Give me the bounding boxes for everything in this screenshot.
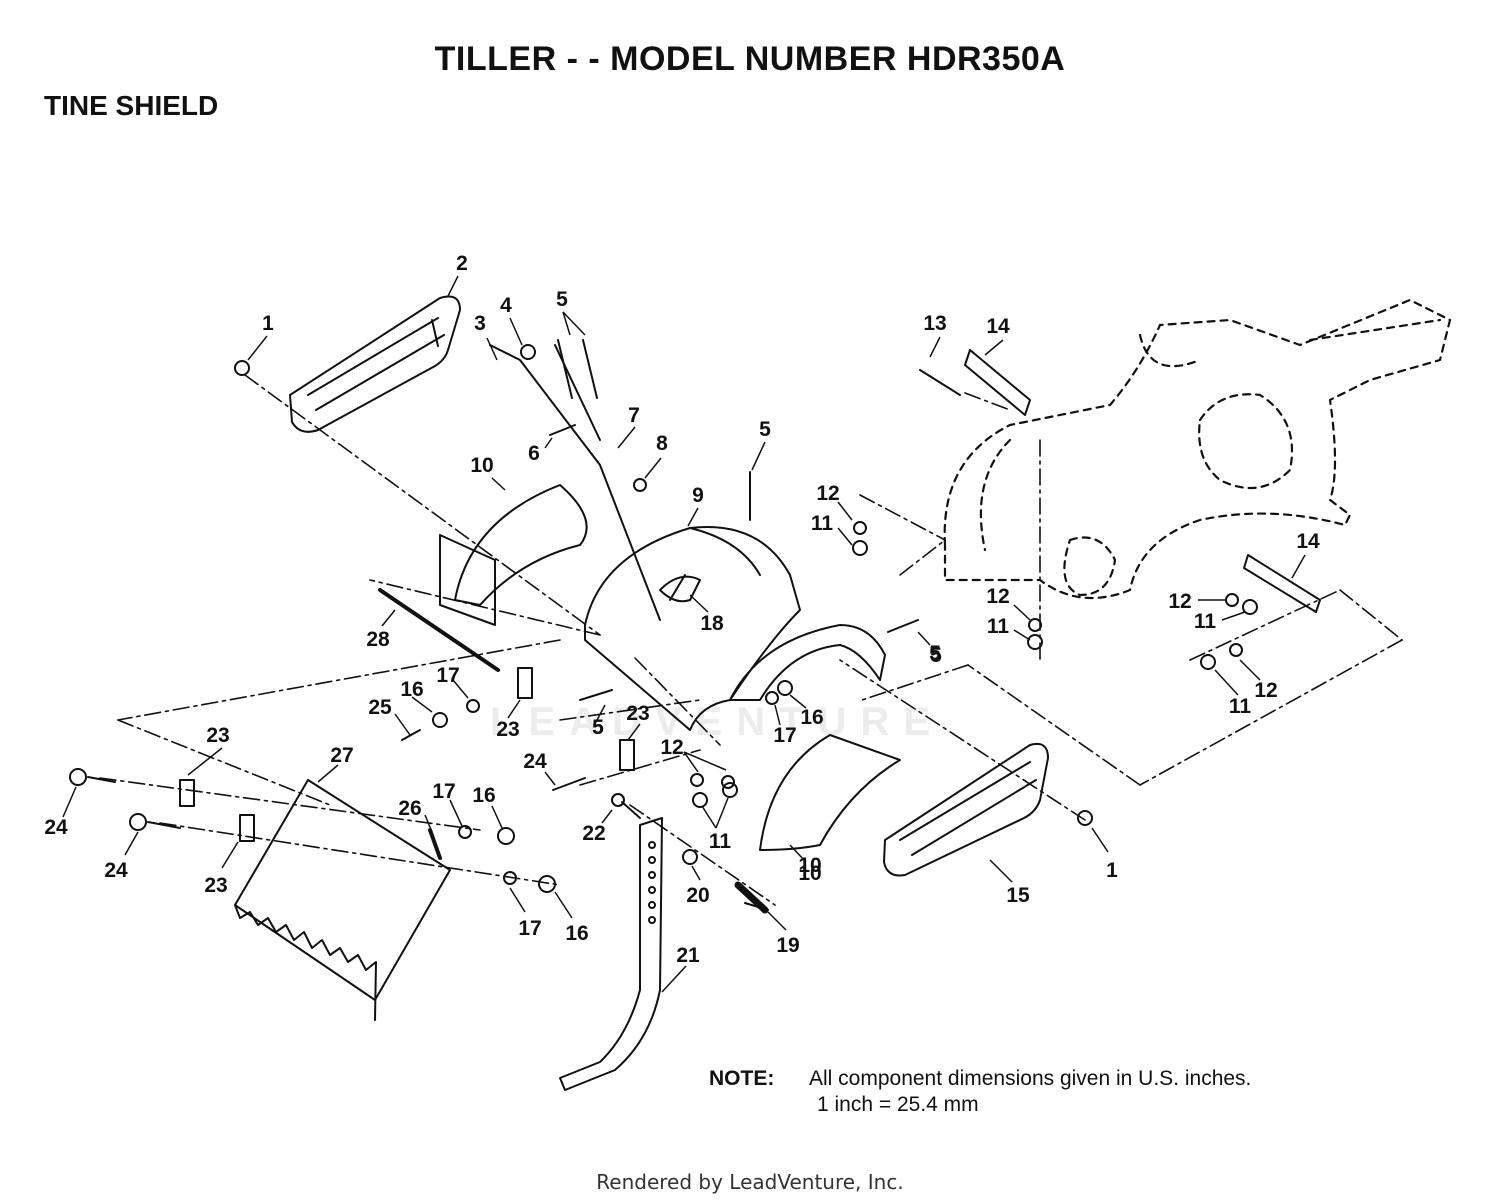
callout-21: 21 [676,944,700,967]
callout-5: 5 [930,644,942,667]
callout-23: 23 [626,702,649,725]
callout-8: 8 [656,432,668,455]
callout-11: 11 [1229,695,1252,718]
callout-16: 16 [400,678,423,701]
callout-28: 28 [366,628,390,651]
callout-1: 1 [262,312,274,335]
callout-16: 16 [800,706,823,729]
callout-5: 5 [556,288,568,311]
main-tine-hood [584,526,886,731]
tailgate-flap [234,779,451,1021]
note-label: NOTE: [709,1067,775,1090]
callout-24: 24 [104,859,128,882]
callout-23: 23 [496,718,519,741]
bolts [87,339,961,829]
left-deflector [439,484,588,626]
callout-25: 25 [368,696,392,719]
section-title: TINE SHIELD [44,90,219,121]
callout-16: 16 [472,784,495,807]
depth-bar [559,817,663,1091]
note-line-1: All component dimensions given in U.S. i… [809,1067,1252,1090]
callout-17: 17 [773,724,796,747]
callout-7: 7 [628,404,640,427]
tiller-body-reference [943,298,1452,600]
right-side-shield [883,742,1049,877]
bracket [619,739,635,771]
callout-22: 22 [582,822,605,845]
note-block: NOTE: All component dimensions given in U… [709,1066,1251,1118]
callout-24: 24 [44,816,68,839]
callout-17: 17 [518,917,541,940]
hinge-rod [378,588,500,672]
callout-17: 17 [432,780,455,803]
callout-24: 24 [523,750,547,773]
callout-23: 23 [204,874,227,897]
callout-15: 15 [1006,884,1030,907]
bracket [239,814,255,842]
callout-10: 10 [470,454,493,477]
footer-credit: Rendered by LeadVenture, Inc. [596,1170,904,1194]
callout-11: 11 [1194,610,1217,633]
callout-12: 12 [1168,590,1191,613]
callout-10: 10 [798,854,821,877]
callout-4: 4 [500,294,512,317]
pin [734,881,769,914]
callout-11: 11 [811,512,834,535]
callout-10: 10 [798,862,821,885]
callout-18: 18 [700,612,724,635]
callout-6: 6 [528,442,540,465]
bracket [517,667,533,699]
callout-14: 14 [1296,530,1320,553]
callout-19: 19 [776,934,799,957]
mounting-bracket [964,349,1031,416]
pin [428,828,442,860]
callout-5: 5 [929,642,941,665]
alignment-lines [99,374,1403,906]
control-rod [489,344,661,621]
callout-26: 26 [398,797,421,820]
callout-27: 27 [330,744,353,767]
callout-14: 14 [986,315,1010,338]
diagram-title: TILLER - - MODEL NUMBER HDR350A [434,40,1066,78]
callout-5: 5 [592,716,604,739]
callout-5: 5 [759,418,771,441]
callout-12: 12 [1254,679,1277,702]
left-side-shield [289,295,461,433]
hardware [69,344,1258,911]
callout-20: 20 [686,884,709,907]
callout-12: 12 [660,736,683,759]
callout-13: 13 [923,312,946,335]
mounting-bracket [1243,554,1321,613]
right-deflector [759,734,901,851]
callout-12: 12 [986,585,1009,608]
callout-1: 1 [1106,859,1118,882]
leader-lines [62,275,1306,993]
bracket [179,779,195,807]
callout-9: 9 [692,484,704,507]
callout-23: 23 [206,724,229,747]
callout-16: 16 [565,922,588,945]
callout-17: 17 [436,664,459,687]
callout-2: 2 [456,252,468,275]
callout-11: 11 [987,615,1010,638]
callout-11: 11 [709,830,732,853]
callout-3: 3 [474,312,486,335]
note-line-2: 1 inch = 25.4 mm [817,1093,979,1116]
callout-12: 12 [816,482,839,505]
callout-5: 5 [592,716,604,739]
